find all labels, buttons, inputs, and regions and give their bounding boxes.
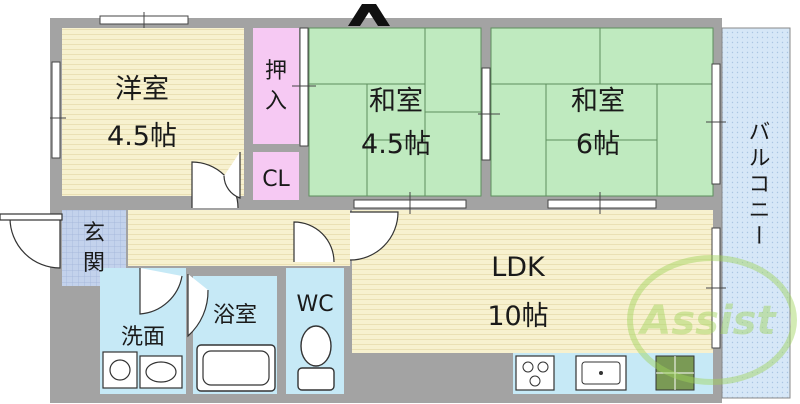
oshiire-name-2: 入: [265, 89, 287, 114]
svg-text:Assist: Assist: [637, 298, 777, 344]
entrance-name-1: 玄: [83, 221, 105, 246]
entrance-name-2: 関: [83, 251, 105, 276]
japanese-room-1: [308, 27, 482, 197]
japanese-room-2-size: 6帖: [576, 129, 620, 160]
toilet-door: [293, 221, 335, 263]
washbasin-icon: [139, 355, 183, 389]
window-japanese1-left: [299, 27, 309, 147]
washroom-door: [139, 268, 183, 315]
japanese-room-2-name: 和室: [571, 86, 625, 117]
oshiire-area: [253, 28, 299, 144]
toilet-name: WC: [296, 292, 333, 317]
ldk-name: LDK: [491, 252, 546, 283]
tile-grid-icon: [655, 355, 695, 391]
washroom-name: 洗面: [121, 325, 165, 350]
western-room-size: 4.5帖: [107, 121, 177, 152]
western-door: [191, 161, 239, 209]
ldk-size: 10帖: [487, 301, 548, 332]
balcony-name: バルコニー: [745, 120, 770, 250]
ldk-area: [352, 210, 713, 353]
entrance-door: [9, 217, 61, 269]
japanese-room-1-size: 4.5帖: [361, 129, 431, 160]
closet-area: [253, 152, 299, 200]
window-western-left: [51, 61, 61, 159]
toilet-icon: [297, 325, 335, 391]
window-japanese2-right: [711, 63, 721, 185]
closet-door: [223, 152, 241, 199]
balcony-area: [722, 28, 790, 398]
bathtub-icon: [196, 344, 276, 392]
western-room-name: 洋室: [115, 74, 169, 105]
washer-icon: [102, 351, 138, 389]
north-arrow-icon: [348, 4, 390, 26]
japanese-room-2: [490, 27, 714, 197]
assist-watermark-logo: Assist: [627, 255, 797, 385]
bathroom-door: [187, 274, 209, 338]
sink-icon: [575, 355, 627, 391]
sliding-door-j2: [547, 199, 657, 209]
ldk-door: [349, 211, 399, 261]
closet-name: CL: [262, 167, 290, 192]
stove-icon: [515, 355, 555, 391]
japanese-room-1-name: 和室: [369, 86, 423, 117]
oshiire-name-1: 押: [265, 59, 287, 84]
bathroom-name: 浴室: [213, 303, 257, 328]
